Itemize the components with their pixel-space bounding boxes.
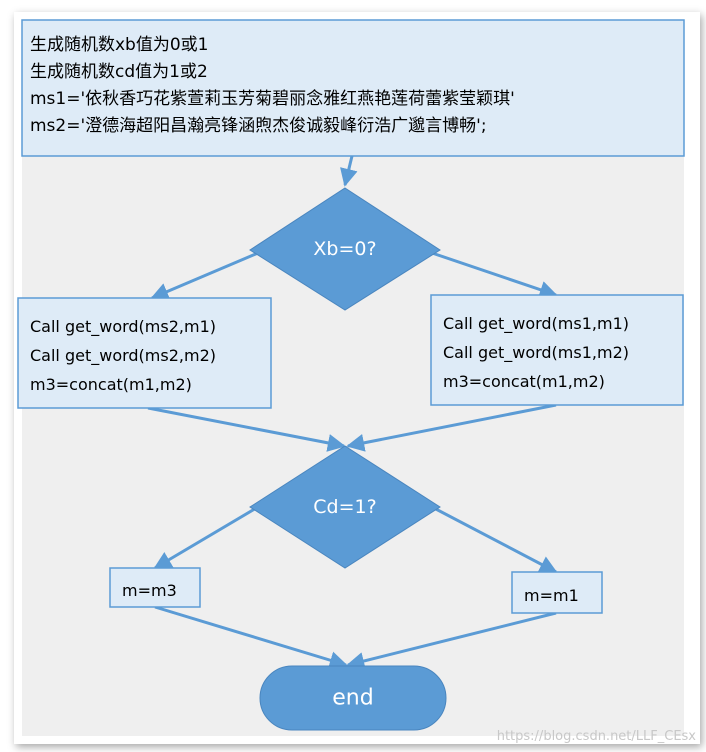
decision2-diamond xyxy=(249,445,441,569)
arrow-left-to-decision2 xyxy=(147,406,346,452)
end-label: end xyxy=(332,685,374,711)
init-box xyxy=(21,19,685,157)
decision1-label: Xb=0? xyxy=(313,238,377,260)
arrow-decision1-to-right xyxy=(431,251,558,299)
right-line-1: Call get_word(ms1,m1) xyxy=(443,314,629,333)
init-line-4: ms2='澄德海超阳昌瀚亮锋涵煦杰俊诚毅峰衍浩广邈言博畅'; xyxy=(30,116,487,136)
assign-left-label: m=m3 xyxy=(122,581,177,600)
watermark: https://blog.csdn.net/LLF_CEsx xyxy=(496,729,696,744)
right-line-2: Call get_word(ms1,m2) xyxy=(443,343,629,362)
right-branch-text: Call get_word(ms1,m1) Call get_word(ms1,… xyxy=(443,309,629,396)
left-branch-text: Call get_word(ms2,m1) Call get_word(ms2,… xyxy=(30,312,216,399)
decision1-diamond xyxy=(249,187,441,311)
arrow-decision1-to-left xyxy=(150,251,259,300)
assign-right-label: m=m1 xyxy=(524,586,579,605)
init-line-1: 生成随机数xb值为0或1 xyxy=(30,35,209,55)
end-terminal xyxy=(259,665,447,731)
arrow-decision2-to-right xyxy=(431,505,558,574)
right-branch-box xyxy=(430,294,684,406)
left-line-2: Call get_word(ms2,m2) xyxy=(30,346,216,365)
arrow-assign-left-to-end xyxy=(154,605,348,669)
init-line-2: 生成随机数cd值为1或2 xyxy=(30,62,208,82)
right-line-3: m3=concat(m1,m2) xyxy=(443,372,605,391)
decision2-label: Cd=1? xyxy=(313,496,377,518)
left-line-3: m3=concat(m1,m2) xyxy=(30,375,192,394)
left-branch-box xyxy=(17,297,272,409)
connectors xyxy=(147,155,558,670)
arrow-init-to-decision1 xyxy=(340,155,358,187)
left-line-1: Call get_word(ms2,m1) xyxy=(30,317,216,336)
arrow-right-to-decision2 xyxy=(346,403,557,452)
assign-left-box xyxy=(109,567,201,608)
arrow-assign-right-to-end xyxy=(346,611,557,670)
assign-right-box xyxy=(511,571,603,614)
init-line-3: ms1='依秋香巧花紫萱莉玉芳菊碧丽念雅红燕艳莲荷蕾紫莹颖琪' xyxy=(30,89,515,109)
init-box-text: 生成随机数xb值为0或1 生成随机数cd值为1或2 ms1='依秋香巧花紫萱莉玉… xyxy=(30,32,515,140)
arrow-decision2-to-left xyxy=(153,505,259,570)
